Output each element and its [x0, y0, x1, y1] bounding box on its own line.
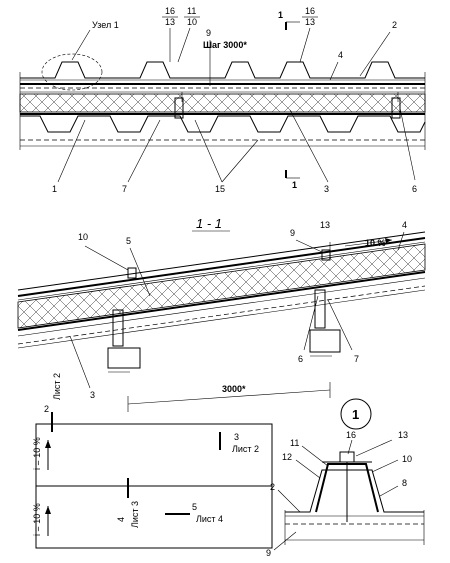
slope-label: 10 %	[365, 238, 386, 248]
callout-13a: 13	[165, 17, 175, 27]
node-callout-2: 2	[270, 482, 275, 492]
node-callout-11: 11	[290, 438, 299, 448]
sec-callout-7: 7	[354, 354, 359, 364]
section-title: 1 - 1	[196, 216, 222, 231]
callout-10: 10	[187, 17, 197, 27]
node-number-circle	[340, 398, 372, 430]
callout-2: 2	[392, 20, 397, 30]
callout-9: 9	[206, 28, 211, 38]
plan-sheet-2-vertical: Лист 2	[52, 373, 62, 400]
sec-callout-13: 13	[320, 220, 330, 230]
node-callout-10: 10	[402, 454, 412, 464]
node-callout-16: 16	[346, 430, 356, 440]
callout-6: 6	[412, 184, 417, 194]
callout-3: 3	[324, 184, 329, 194]
plan-sheet-2: Лист 2	[232, 444, 259, 454]
sec-callout-6: 6	[298, 354, 303, 364]
node-callout-13: 13	[398, 430, 408, 440]
callout-13b: 13	[305, 17, 315, 27]
callout-7: 7	[122, 184, 127, 194]
plan-slope-1: i = 10 %	[32, 437, 42, 470]
sec-callout-5: 5	[126, 236, 131, 246]
callout-1: 1	[52, 184, 57, 194]
span-dimension: 3000*	[222, 384, 246, 394]
callout-4: 4	[338, 50, 343, 60]
callout-16a: 16	[165, 6, 175, 16]
sec-callout-10: 10	[78, 232, 88, 242]
plan-num-5: 5	[192, 502, 197, 512]
node-1-detail: 1 16 13 11 12 10 8 2 9	[266, 398, 425, 558]
plan-sheet-4: Лист 4	[196, 514, 223, 524]
node-callout-9: 9	[266, 548, 271, 558]
section-mark-bottom: 1	[292, 180, 297, 190]
insulation-layer	[19, 93, 426, 113]
top-profiled-sheet	[20, 61, 425, 79]
node-callout-12: 12	[282, 452, 292, 462]
sec-callout-9: 9	[290, 228, 295, 238]
plan-view: 2 Лист 2 3 Лист 2 i = 10 % i = 10 % Лист…	[32, 373, 273, 549]
callout-11: 11	[187, 6, 196, 16]
step-label: Шаг 3000*	[203, 40, 247, 50]
plan-slope-2: i = 10 %	[32, 503, 42, 536]
callout-16b: 16	[305, 6, 315, 16]
sec-callout-4: 4	[402, 220, 407, 230]
sec-callout-3: 3	[90, 390, 95, 400]
plan-num-3: 3	[234, 432, 239, 442]
plan-num-2: 2	[44, 404, 49, 414]
node-1-label: Узел 1	[92, 20, 119, 30]
section-mark-top: 1	[278, 10, 283, 20]
bottom-profiled-sheet	[20, 115, 426, 133]
node-1-highlight	[41, 53, 103, 91]
plan-sheet-3: Лист 3	[130, 501, 140, 528]
node-callout-8: 8	[402, 478, 407, 488]
top-view: 1 1 Узел 1 16 13 11 10 9 Шаг 3000* 16 13…	[19, 6, 426, 194]
callout-15: 15	[215, 184, 225, 194]
section-1-1: 1 - 1 10 % 3000*	[17, 216, 426, 412]
sloped-insulation	[17, 243, 426, 329]
node-number: 1	[352, 407, 359, 422]
plan-num-4: 4	[116, 517, 126, 522]
